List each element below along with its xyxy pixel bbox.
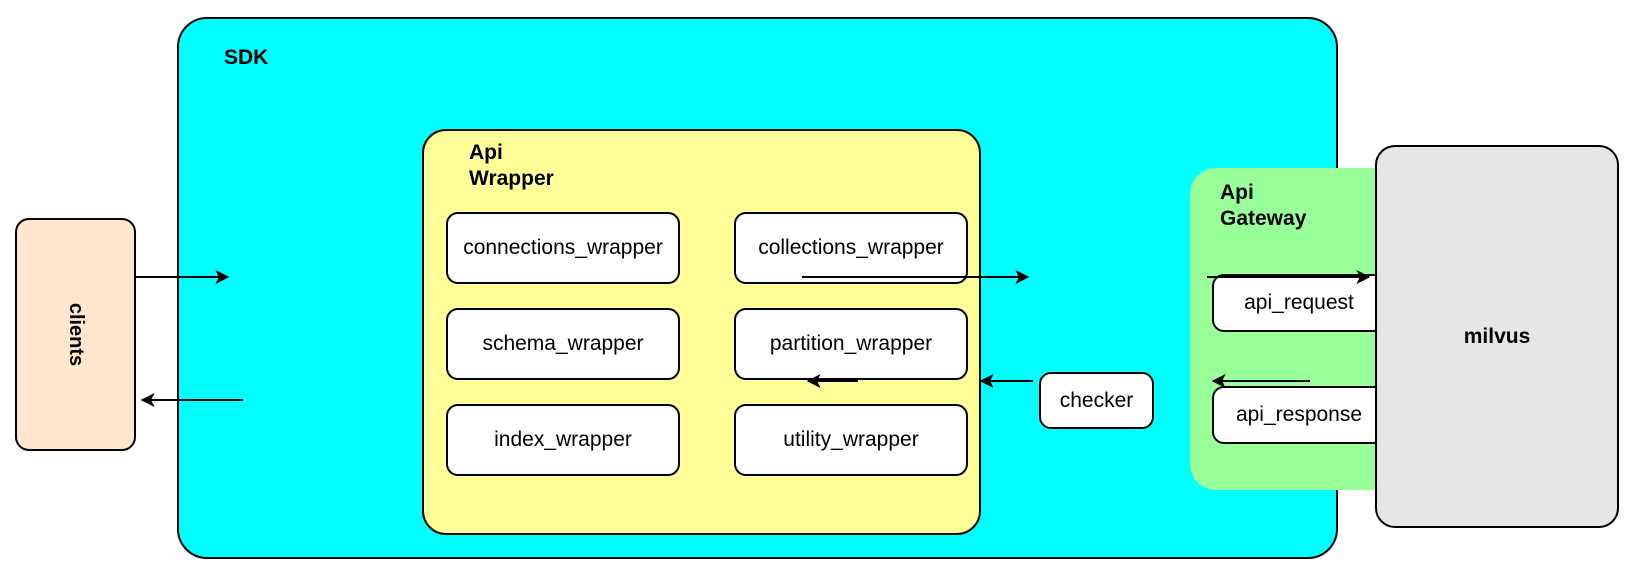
- collections-wrapper-node[interactable]: collections_wrapper: [734, 212, 968, 284]
- clients-node[interactable]: clients: [15, 218, 136, 451]
- sdk-container[interactable]: SDK Api Wrapper connections_wrapper coll…: [177, 17, 1417, 559]
- connections-wrapper-node[interactable]: connections_wrapper: [446, 212, 680, 284]
- partition-wrapper-node[interactable]: partition_wrapper: [734, 308, 968, 380]
- api-wrapper-container[interactable]: Api Wrapper connections_wrapper collecti…: [422, 129, 981, 535]
- sdk-label: SDK: [224, 46, 269, 69]
- api-request-node[interactable]: api_request: [1212, 274, 1386, 332]
- api-gateway-label: Api Gateway: [1220, 181, 1307, 230]
- api-response-node[interactable]: api_response: [1212, 386, 1386, 444]
- index-wrapper-node[interactable]: index_wrapper: [446, 404, 680, 476]
- schema-wrapper-node[interactable]: schema_wrapper: [446, 308, 680, 380]
- checker-node[interactable]: checker: [1039, 372, 1154, 429]
- milvus-node[interactable]: milvus: [1375, 145, 1619, 528]
- utility-wrapper-node[interactable]: utility_wrapper: [734, 404, 968, 476]
- api-wrapper-label: Api Wrapper: [469, 141, 554, 190]
- clients-label: clients: [64, 302, 87, 367]
